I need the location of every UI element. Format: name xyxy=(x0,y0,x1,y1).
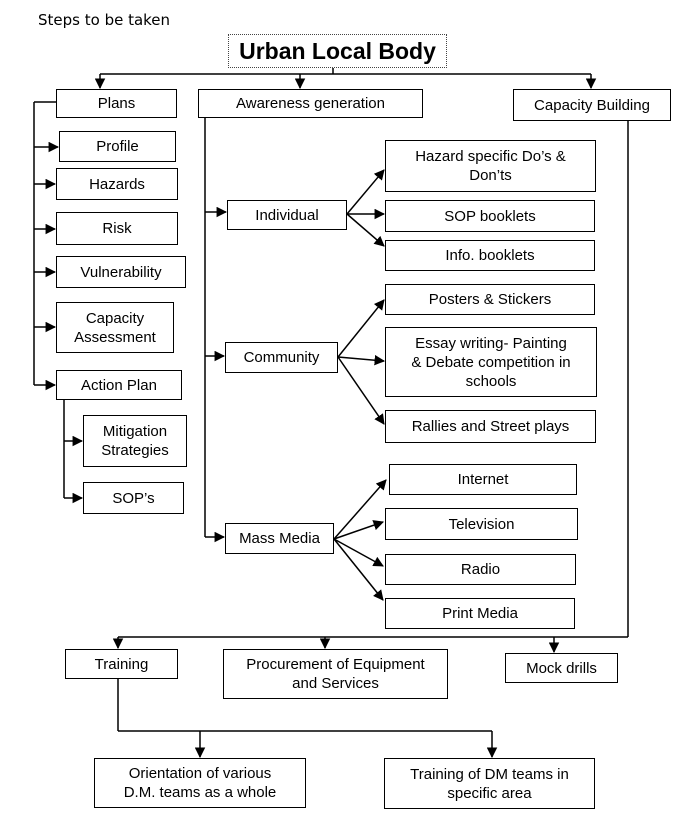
vulnerability-label: Vulnerability xyxy=(80,263,162,281)
essay-competition-label: Essay writing- Painting & Debate competi… xyxy=(411,334,571,390)
sops-box: SOP’s xyxy=(83,482,184,514)
root-box: Urban Local Body xyxy=(228,34,447,68)
capacity-assessment-label: Capacity Assessment xyxy=(74,309,156,346)
community-box: Community xyxy=(225,342,338,373)
capacity-building-box: Capacity Building xyxy=(513,89,671,121)
profile-box: Profile xyxy=(59,131,176,162)
procurement-box: Procurement of Equipment and Services xyxy=(223,649,448,699)
awareness-label: Awareness generation xyxy=(236,95,385,112)
mock-drills-label: Mock drills xyxy=(526,659,597,677)
mitigation-strategies-label: Mitigation Strategies xyxy=(101,423,169,459)
profile-label: Profile xyxy=(96,138,139,155)
mass-media-label: Mass Media xyxy=(239,530,320,547)
hazard-dos-donts-label: Hazard specific Do’s & Don’ts xyxy=(415,148,566,184)
posters-stickers-label: Posters & Stickers xyxy=(428,291,552,308)
action-plan-box: Action Plan xyxy=(56,370,182,400)
mitigation-strategies-box: Mitigation Strategies xyxy=(83,415,187,467)
training-box: Training xyxy=(65,649,178,679)
radio-label: Radio xyxy=(460,561,501,578)
dm-training-box: Training of DM teams in specific area xyxy=(384,758,595,809)
vulnerability-box: Vulnerability xyxy=(56,256,186,288)
rallies-street-plays-label: Rallies and Street plays xyxy=(411,418,570,435)
info-booklets-label: Info. booklets xyxy=(445,247,535,264)
radio-box: Radio xyxy=(385,554,576,585)
essay-competition-box: Essay writing- Painting & Debate competi… xyxy=(385,327,597,397)
hazards-label: Hazards xyxy=(89,175,145,193)
television-box: Television xyxy=(385,508,578,540)
orientation-label: Orientation of various D.M. teams as a w… xyxy=(123,765,277,801)
dm-training-label: Training of DM teams in specific area xyxy=(410,765,569,802)
mock-drills-box: Mock drills xyxy=(505,653,618,683)
orientation-box: Orientation of various D.M. teams as a w… xyxy=(94,758,306,808)
awareness-box: Awareness generation xyxy=(198,89,423,118)
action-plan-label: Action Plan xyxy=(81,376,157,394)
individual-label: Individual xyxy=(255,206,319,224)
plans-box: Plans xyxy=(56,89,177,118)
posters-stickers-box: Posters & Stickers xyxy=(385,284,595,315)
internet-label: Internet xyxy=(457,471,509,488)
info-booklets-box: Info. booklets xyxy=(385,240,595,271)
capacity-building-label: Capacity Building xyxy=(534,96,650,114)
caption: Steps to be taken xyxy=(38,11,171,29)
rallies-street-plays-box: Rallies and Street plays xyxy=(385,410,596,443)
hazards-box: Hazards xyxy=(56,168,178,200)
root-label: Urban Local Body xyxy=(239,37,436,64)
risk-label: Risk xyxy=(102,220,132,237)
mass-media-box: Mass Media xyxy=(225,523,334,554)
risk-box: Risk xyxy=(56,212,178,245)
internet-box: Internet xyxy=(389,464,577,495)
hazard-dos-donts-box: Hazard specific Do’s & Don’ts xyxy=(385,140,596,192)
television-label: Television xyxy=(448,515,515,533)
procurement-label: Procurement of Equipment and Services xyxy=(246,656,425,692)
training-label: Training xyxy=(94,655,149,673)
sop-booklets-box: SOP booklets xyxy=(385,200,595,232)
community-label: Community xyxy=(243,349,320,366)
sops-label: SOP’s xyxy=(112,489,155,507)
sop-booklets-label: SOP booklets xyxy=(444,207,536,225)
plans-label: Plans xyxy=(97,95,136,112)
capacity-assessment-box: Capacity Assessment xyxy=(56,302,174,353)
individual-box: Individual xyxy=(227,200,347,230)
print-media-label: Print Media xyxy=(442,605,518,622)
print-media-box: Print Media xyxy=(385,598,575,629)
